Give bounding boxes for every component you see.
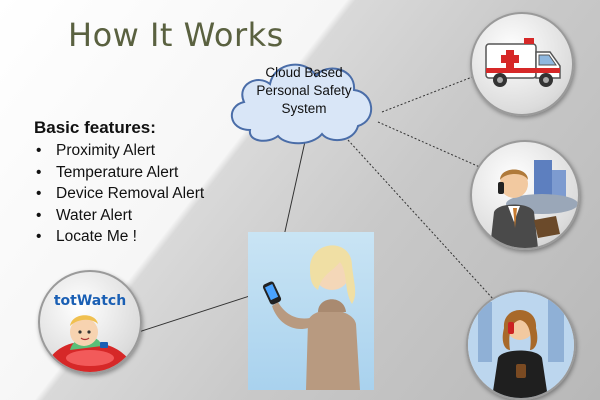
businesswoman-circle (466, 290, 576, 400)
slide-title: How It Works (68, 16, 284, 54)
cloud-line: Personal Safety (256, 83, 352, 98)
cloud-line: System (281, 101, 327, 116)
ambulance-icon (485, 38, 561, 87)
line-cloud-to-businesswoman (347, 139, 495, 301)
cloud-line: Cloud Based (265, 65, 343, 80)
line-cloud-to-businessman (377, 121, 483, 169)
feature-item: Device Removal Alert (34, 183, 204, 205)
line-cloud-to-ambulance (381, 73, 481, 113)
businessman-circle (470, 140, 580, 250)
feature-item: Proximity Alert (34, 140, 204, 162)
woman-with-phone-icon (262, 245, 360, 390)
totwatch-logo-text: totWatch (53, 293, 127, 309)
businessman-phone-icon (490, 160, 578, 248)
businesswoman-phone-icon (468, 292, 574, 398)
features-list: Basic features: Proximity Alert Temperat… (34, 118, 204, 248)
ambulance-circle (470, 12, 574, 116)
woman-with-phone-photo (248, 232, 374, 390)
feature-item: Temperature Alert (34, 162, 204, 184)
feature-item: Locate Me ! (34, 226, 204, 248)
line-phone-to-baby (119, 291, 263, 339)
baby-with-watch-icon (44, 315, 136, 372)
cloud-label: Cloud Based Personal Safety System (232, 64, 376, 118)
baby-circle: totWatch (38, 270, 142, 374)
feature-item: Water Alert (34, 205, 204, 227)
totwatch-logo: totWatch (40, 292, 140, 310)
features-heading: Basic features: (34, 118, 156, 137)
cloud-icon (230, 63, 373, 145)
